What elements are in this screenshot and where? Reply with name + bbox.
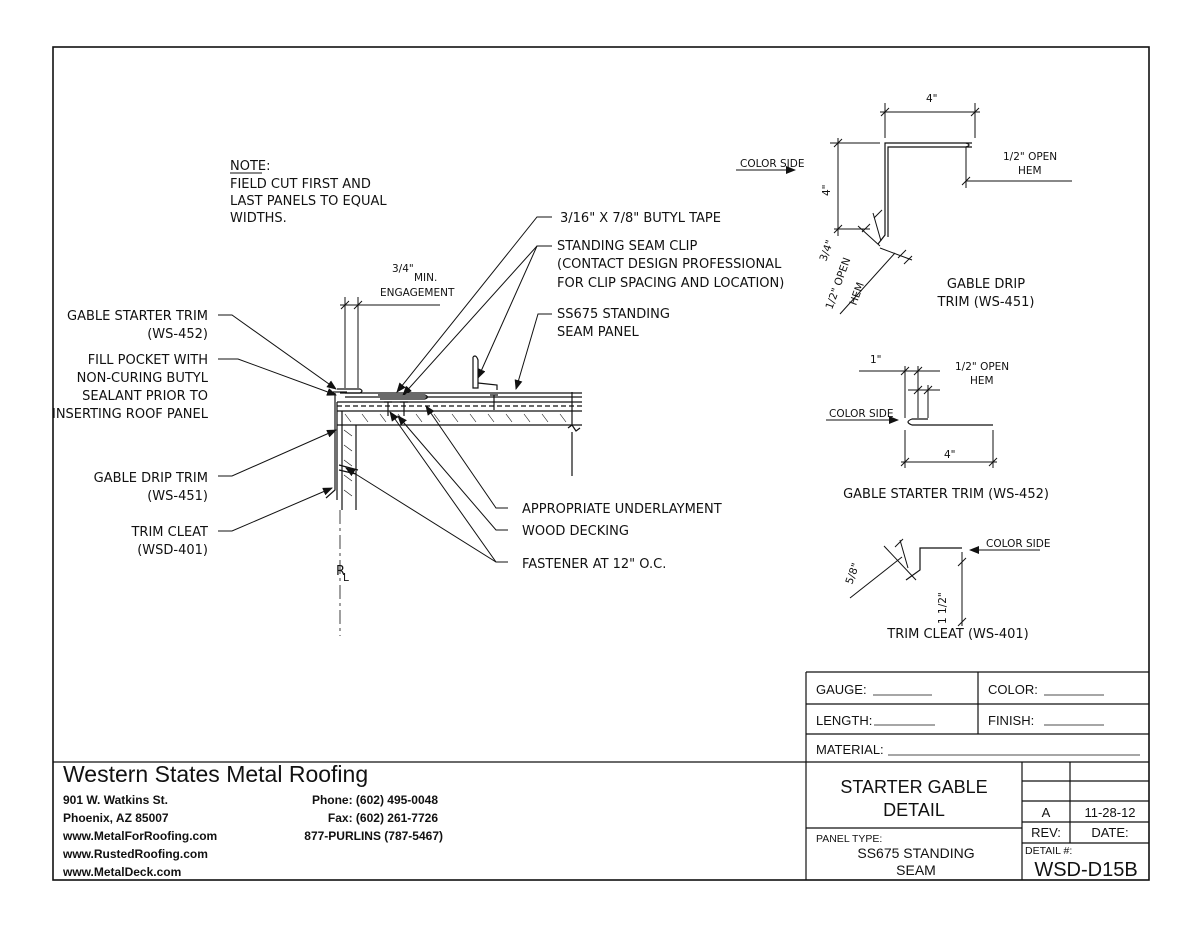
engagement-label: ENGAGEMENT xyxy=(380,287,455,299)
address-line-2: Phoenix, AZ 85007 xyxy=(63,811,169,825)
drip-trim-drawing xyxy=(877,142,972,245)
starter-dim-4: 4" xyxy=(944,449,956,461)
note-title: NOTE: xyxy=(230,159,271,174)
drip-dim-left: 4" xyxy=(821,184,833,196)
fastener-label: FASTENER AT 12" O.C. xyxy=(522,557,666,572)
main-leaders xyxy=(218,216,552,563)
detail-number-label: DETAIL #: xyxy=(1025,845,1072,857)
cleat-color-side: COLOR SIDE xyxy=(986,538,1050,550)
finish-label: FINISH: xyxy=(988,713,1034,728)
drip-title-2: TRIM (WS-451) xyxy=(937,295,1035,310)
panel-label-1: SS675 STANDING xyxy=(557,307,670,322)
title-block-blanks xyxy=(873,694,1140,756)
drip-hem-2: HEM xyxy=(1018,165,1042,177)
fill-pocket-label-4: INSERTING ROOF PANEL xyxy=(52,407,209,422)
starter-trim-label-1: GABLE STARTER TRIM xyxy=(67,309,208,324)
engagement-fraction: 3/4" xyxy=(392,263,414,275)
date-label: DATE: xyxy=(1091,825,1128,840)
rev-value: A xyxy=(1042,805,1051,820)
starter-dim-1: 1" xyxy=(870,354,882,366)
engagement-dimension xyxy=(340,297,440,388)
cleat-title: TRIM CLEAT (WS-401) xyxy=(886,627,1028,642)
starter-hem-1: 1/2" OPEN xyxy=(955,361,1009,373)
main-detail-drawing xyxy=(325,355,582,636)
fax: Fax: (602) 261-7726 xyxy=(328,811,438,825)
starter-hem-2: HEM xyxy=(970,375,994,387)
underlayment-label: APPROPRIATE UNDERLAYMENT xyxy=(522,502,722,517)
phone: Phone: (602) 495-0048 xyxy=(312,793,438,807)
clip-label-2: (CONTACT DESIGN PROFESSIONAL xyxy=(557,257,782,272)
website-1: www.MetalForRoofing.com xyxy=(62,829,217,843)
drip-trim-dimensions xyxy=(830,103,1072,315)
company-name: Western States Metal Roofing xyxy=(63,761,368,787)
drip-half-hem-2: HEM xyxy=(848,281,867,307)
starter-trim-dimensions xyxy=(859,366,998,468)
cleat-dim-112: 1 1/2" xyxy=(937,592,949,624)
decking-label: WOOD DECKING xyxy=(522,524,629,539)
drip-trim-label-2: (WS-451) xyxy=(147,489,208,504)
drip-dim-34: 3/4" xyxy=(818,238,837,263)
drip-color-side: COLOR SIDE xyxy=(740,158,804,170)
drip-trim-label-1: GABLE DRIP TRIM xyxy=(94,471,208,486)
panel-label-2: SEAM PANEL xyxy=(557,325,640,340)
panel-type-1: SS675 STANDING xyxy=(857,845,974,861)
trim-cleat-label-1: TRIM CLEAT xyxy=(130,525,208,540)
drip-dim-top: 4" xyxy=(926,93,938,105)
starter-title: GABLE STARTER TRIM (WS-452) xyxy=(843,487,1049,502)
drawing-title-2: DETAIL xyxy=(883,800,945,820)
starter-color-side: COLOR SIDE xyxy=(829,408,893,420)
centerline-sub: L xyxy=(343,572,349,584)
toll-free: 877-PURLINS (787-5467) xyxy=(304,829,443,843)
panel-type-label: PANEL TYPE: xyxy=(816,833,882,845)
trim-cleat-drawing xyxy=(905,547,962,581)
centerline-symbol: R xyxy=(336,564,345,579)
length-label: LENGTH: xyxy=(816,713,872,728)
rev-label: REV: xyxy=(1031,825,1061,840)
trim-cleat-dimensions xyxy=(849,538,967,627)
trim-cleat-label-2: (WSD-401) xyxy=(137,543,208,558)
note-block: NOTE: FIELD CUT FIRST AND LAST PANELS TO… xyxy=(230,159,387,226)
note-line-2: LAST PANELS TO EQUAL xyxy=(230,194,387,209)
date-value: 11-28-12 xyxy=(1084,805,1135,820)
fill-pocket-label-1: FILL POCKET WITH xyxy=(88,353,208,368)
material-label: MATERIAL: xyxy=(816,742,884,757)
fill-pocket-label-3: SEALANT PRIOR TO xyxy=(82,389,208,404)
fill-pocket-label-2: NON-CURING BUTYL xyxy=(77,371,209,386)
address-line-1: 901 W. Watkins St. xyxy=(63,793,168,807)
drip-title-1: GABLE DRIP xyxy=(947,277,1025,292)
butyl-tape-label: 3/16" X 7/8" BUTYL TAPE xyxy=(560,211,721,226)
color-label: COLOR: xyxy=(988,682,1038,697)
clip-label-1: STANDING SEAM CLIP xyxy=(557,239,697,254)
website-2: www.RustedRoofing.com xyxy=(62,847,208,861)
panel-type-2: SEAM xyxy=(896,862,936,878)
detail-number: WSD-D15B xyxy=(1034,859,1137,881)
starter-trim-drawing xyxy=(907,418,993,426)
drip-hem-1: 1/2" OPEN xyxy=(1003,151,1057,163)
gauge-label: GAUGE: xyxy=(816,682,867,697)
note-line-3: WIDTHS. xyxy=(230,211,287,226)
cleat-dim-58: 5/8" xyxy=(844,561,863,586)
website-3: www.MetalDeck.com xyxy=(62,865,181,879)
drawing-title-1: STARTER GABLE xyxy=(840,777,987,797)
clip-label-3: FOR CLIP SPACING AND LOCATION) xyxy=(557,276,784,291)
engagement-min: MIN. xyxy=(414,272,437,284)
note-line-1: FIELD CUT FIRST AND xyxy=(230,177,371,192)
title-block-lines xyxy=(53,671,1149,880)
sheet-border xyxy=(52,46,1150,881)
starter-trim-label-2: (WS-452) xyxy=(147,327,208,342)
